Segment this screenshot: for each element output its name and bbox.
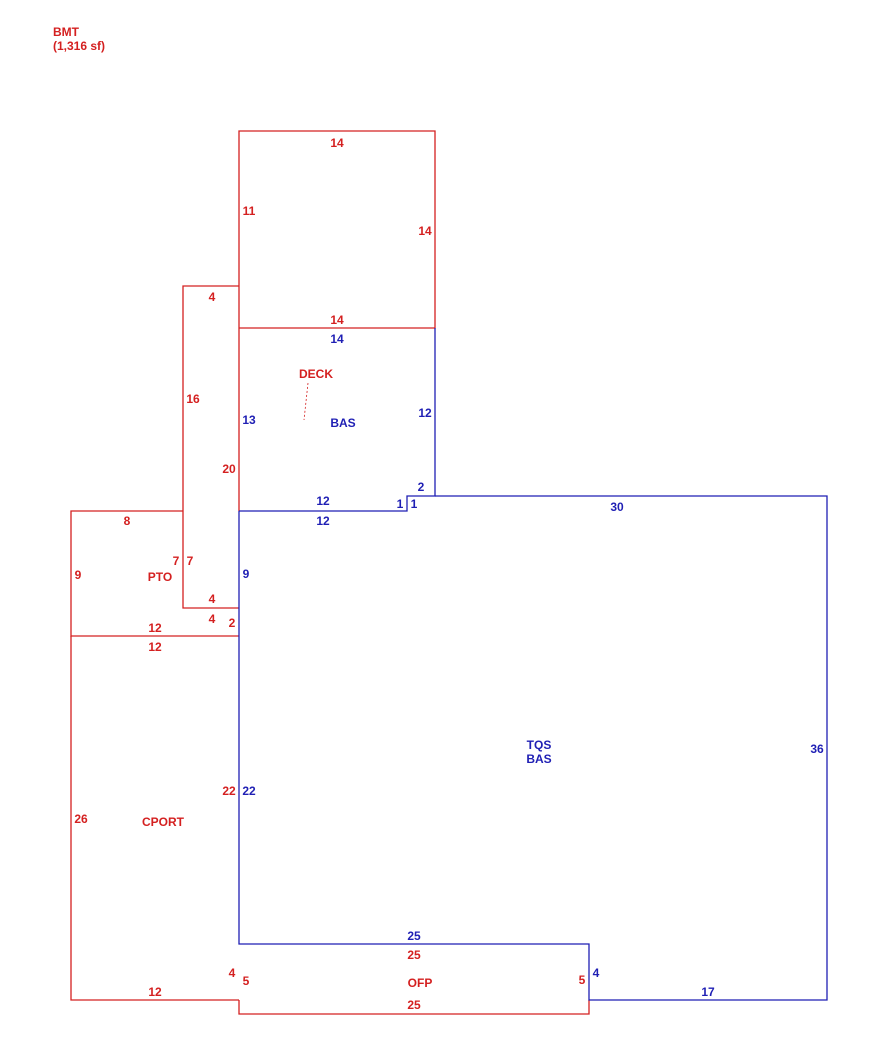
main-bas-outline — [238, 495, 828, 1001]
dim-ofp-right-blue: 4 — [593, 966, 600, 980]
sketch-code: BMT — [53, 25, 79, 39]
dim-cport-left: 26 — [74, 812, 88, 826]
dim-ofp-right: 5 — [579, 973, 586, 987]
dim-pto-right-b: 7 — [187, 554, 194, 568]
dim-deck-left-upper: 11 — [243, 204, 256, 218]
dim-main-left-upper: 9 — [243, 567, 250, 581]
dim-bas-top: 14 — [330, 332, 344, 346]
dim-bas-step-1a: 1 — [397, 497, 404, 511]
bas-upper-area-label: BAS — [330, 416, 355, 430]
dim-deck-notch-bottom: 4 — [209, 592, 216, 606]
dim-pto-left: 9 — [75, 568, 82, 582]
cport-outline — [70, 636, 239, 1001]
dim-deck-bottom: 14 — [330, 313, 344, 327]
tqs-area-label: TQS — [527, 738, 552, 752]
dim-pto-corner: 2 — [229, 616, 236, 630]
deck-leader-line — [303, 382, 309, 421]
cport-area-label: CPORT — [142, 815, 185, 829]
dim-deck-right: 14 — [418, 224, 432, 238]
ofp-outline — [238, 1000, 590, 1015]
dim-main-left-lower: 22 — [242, 784, 256, 798]
sketch-area: (1,316 sf) — [53, 39, 106, 53]
sketch-header: BMT (1,316 sf) — [53, 25, 105, 53]
dim-bas-step-2: 2 — [418, 480, 425, 494]
dim-deck-notch-top: 4 — [209, 290, 216, 304]
dim-ofp-left: 5 — [243, 974, 250, 988]
bas-upper-outline — [239, 328, 436, 512]
dim-main-top-left: 12 — [316, 514, 330, 528]
dim-deck-left-mid: 16 — [186, 392, 200, 406]
pto-outline — [70, 510, 239, 637]
deck-area-label: DECK — [299, 367, 333, 381]
dim-bas-right: 12 — [418, 406, 432, 420]
dim-bas-left: 13 — [242, 413, 256, 427]
ofp-area-label: OFP — [408, 976, 433, 990]
dim-bas-step-1b: 1 — [411, 497, 418, 511]
dim-ofp-bottom: 25 — [407, 998, 421, 1012]
dim-pto-bottom-notch: 4 — [209, 612, 216, 626]
dim-deck-inner-left: 20 — [222, 462, 236, 476]
dim-pto-top: 8 — [124, 514, 131, 528]
dim-main-right: 36 — [810, 742, 824, 756]
deck-notch-outline — [182, 285, 239, 609]
dim-main-bottom: 17 — [701, 985, 715, 999]
tqs-bas-area-label: BAS — [526, 752, 551, 766]
dim-pto-bottom: 12 — [148, 621, 162, 635]
dim-cport-right: 22 — [222, 784, 236, 798]
dim-cport-bottom: 12 — [148, 985, 162, 999]
dim-bas-bottom: 12 — [316, 494, 330, 508]
dim-pto-right-a: 7 — [173, 554, 180, 568]
deck-outline — [238, 130, 436, 511]
dim-ofp-top-blue: 25 — [407, 929, 421, 943]
dim-deck-top: 14 — [330, 136, 344, 150]
dim-cport-corner: 4 — [229, 966, 236, 980]
dim-main-top: 30 — [610, 500, 624, 514]
pto-area-label: PTO — [148, 570, 172, 584]
dim-ofp-top: 25 — [407, 948, 421, 962]
dim-cport-top: 12 — [148, 640, 162, 654]
